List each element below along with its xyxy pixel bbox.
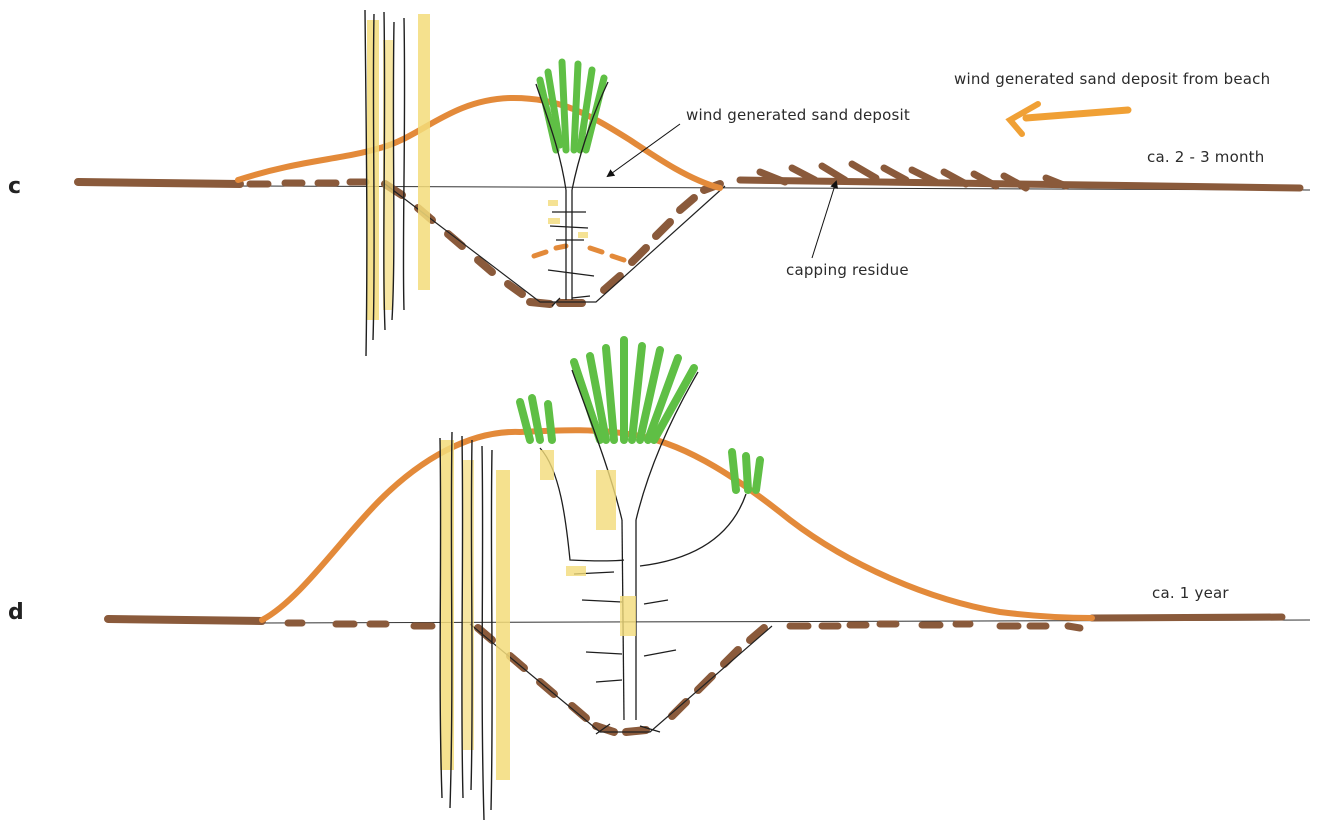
beach-deposit-label: wind generated sand deposit from beach [954,70,1270,88]
time-label-d: ca. 1 year [1152,584,1229,602]
panel-d-sketch [108,340,1310,820]
panel-label-d: d [8,600,24,625]
pit-outline-d [470,624,772,732]
ground-left-d [108,619,262,621]
panel-c-sketch [78,10,1310,356]
sand-dune-d [262,430,1092,620]
capping-residue-pointer [812,182,836,258]
wind-direction-arrow [1010,104,1128,134]
buried-ground-dashes-d [288,623,1080,628]
panel-label-c: c [8,174,21,199]
reed-fence-c [365,10,430,356]
grass-plant-d [520,340,760,734]
time-label-c: ca. 2 - 3 month [1147,148,1264,166]
sand-deposit-label: wind generated sand deposit [686,106,910,124]
grass-plant-c [536,62,608,306]
ground-right-d [1092,617,1282,618]
sand-fill-dashes-c [534,246,624,260]
sand-dune-c [238,98,720,188]
capping-residue-label: capping residue [786,261,909,279]
ground-left-c [78,182,240,184]
buried-ground-dashes-c [250,182,366,184]
